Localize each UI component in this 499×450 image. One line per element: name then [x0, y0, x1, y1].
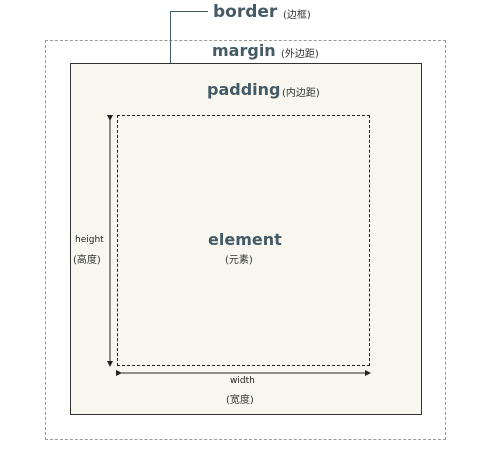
border-label-zh: (边框)	[283, 10, 311, 21]
border-label: border	[213, 2, 278, 22]
element-label-zh: (元素)	[225, 255, 253, 266]
padding-label-zh: (内边距)	[282, 88, 320, 99]
border-area	[70, 63, 422, 415]
border-callout-line	[170, 11, 208, 63]
width-label-zh: (宽度)	[226, 395, 254, 406]
content-area	[117, 115, 370, 366]
width-label: width	[230, 376, 255, 386]
padding-label: padding	[207, 80, 281, 99]
margin-label: margin	[212, 41, 276, 60]
element-label: element	[208, 230, 282, 249]
height-label-zh: (高度)	[73, 255, 101, 266]
margin-label-zh: (外边距)	[281, 49, 319, 60]
height-label: height	[75, 235, 104, 245]
margin-area	[45, 40, 446, 440]
